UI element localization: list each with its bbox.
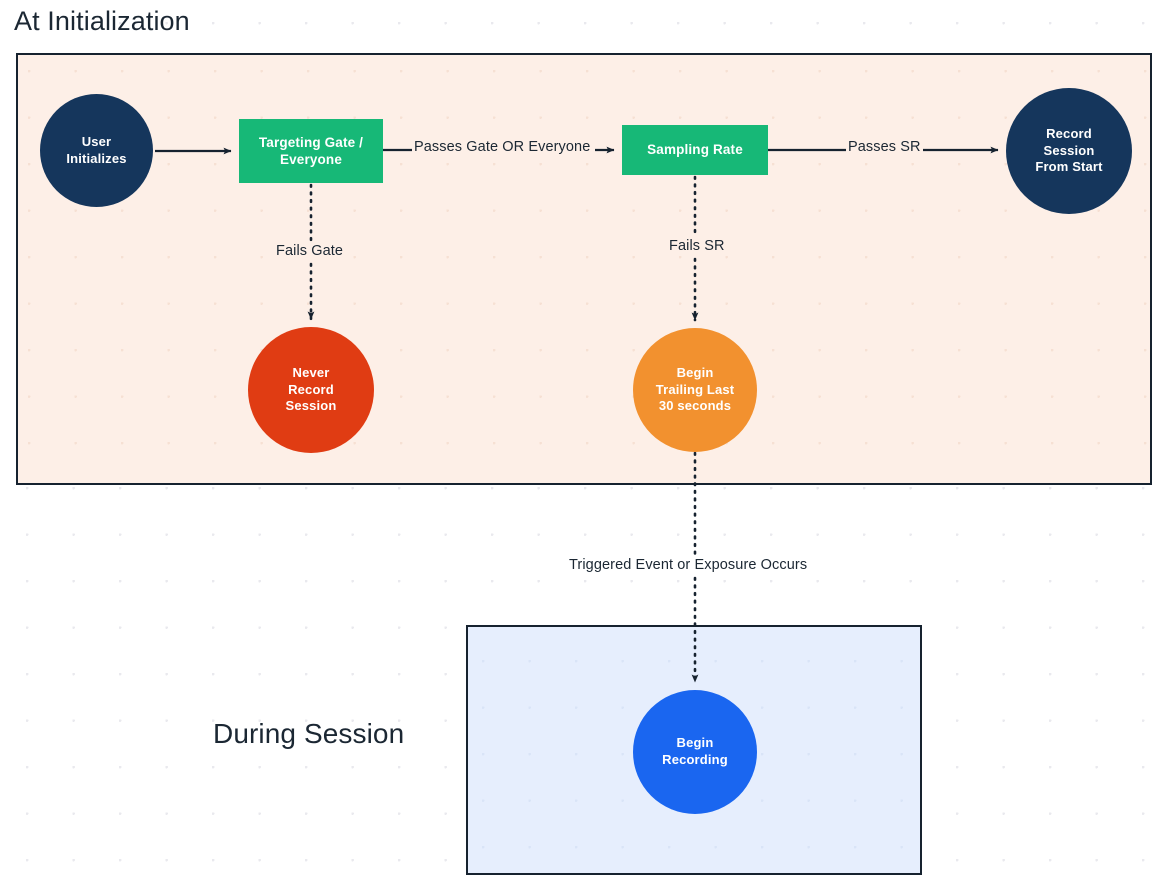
node-label-line: Trailing Last — [655, 381, 735, 397]
node-label-line: Session — [285, 398, 337, 414]
node-label: Targeting Gate / Everyone — [259, 134, 363, 169]
node-begin-trailing-last-30-seconds[interactable]: Begin Trailing Last 30 seconds — [633, 328, 757, 452]
node-user-initializes[interactable]: User Initializes — [40, 94, 153, 207]
node-label-line: Targeting Gate / — [258, 134, 364, 150]
edge-label-triggered-event-or-exposure-occurs: Triggered Event or Exposure Occurs — [566, 557, 811, 573]
node-label: Never Record Session — [286, 365, 337, 415]
section-title-during-session: During Session — [213, 718, 405, 749]
section-title-at-initialization: At Initialization — [14, 6, 190, 36]
section-panel-at-initialization — [16, 53, 1152, 485]
node-label: Record Session From Start — [1035, 126, 1102, 176]
edge-label-fails-sr: Fails SR — [667, 238, 727, 254]
node-begin-recording[interactable]: Begin Recording — [633, 690, 757, 814]
node-label: Sampling Rate — [647, 142, 743, 158]
edge-label-passes-sr: Passes SR — [846, 139, 923, 155]
node-record-session-from-start[interactable]: Record Session From Start — [1006, 88, 1132, 214]
node-targeting-gate[interactable]: Targeting Gate / Everyone — [239, 119, 383, 183]
node-label-line: 30 seconds — [658, 398, 732, 414]
node-label-line: Never — [292, 365, 330, 381]
node-label-line: Begin — [676, 365, 714, 381]
node-label-line: Recording — [662, 752, 728, 767]
node-label-line: From Start — [1035, 159, 1103, 175]
node-label-line: Record — [288, 381, 334, 397]
node-label: User Initializes — [66, 134, 126, 167]
node-label-line: Initializes — [66, 150, 127, 166]
node-label: Begin Recording — [662, 735, 728, 768]
node-label-line: Session — [1043, 142, 1095, 158]
node-label-line: Begin — [676, 735, 714, 751]
node-label-line: Record — [1046, 126, 1092, 142]
node-label-line: Everyone — [280, 152, 342, 167]
node-sampling-rate[interactable]: Sampling Rate — [622, 125, 768, 175]
node-never-record-session[interactable]: Never Record Session — [248, 327, 374, 453]
node-label-line: User — [81, 133, 112, 149]
edge-label-fails-gate: Fails Gate — [274, 243, 346, 259]
edge-label-passes-gate-or-everyone: Passes Gate OR Everyone — [412, 139, 593, 155]
node-label: Begin Trailing Last 30 seconds — [656, 365, 735, 415]
